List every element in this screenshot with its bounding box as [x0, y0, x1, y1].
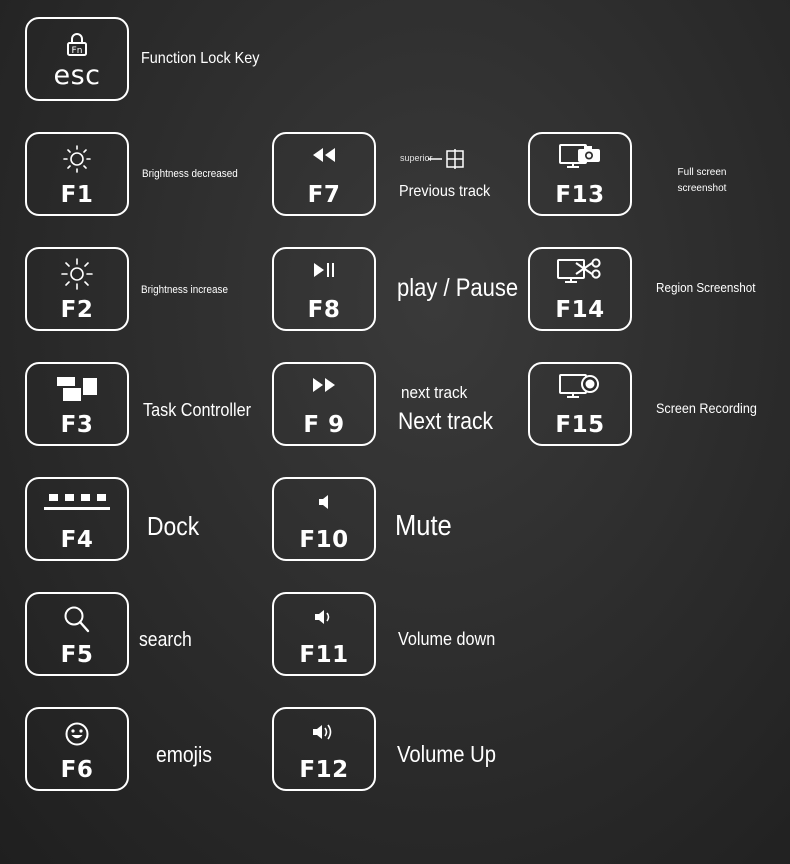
- padlock-fn-icon: Fn: [27, 31, 127, 57]
- f15-description: Screen Recording: [656, 400, 757, 416]
- play-pause-icon: [274, 255, 374, 285]
- f3-key: F3: [25, 362, 129, 446]
- f9-description: Next track: [398, 408, 494, 435]
- f5-key-label: F5: [60, 642, 94, 668]
- esc-description: Function Lock Key: [141, 50, 260, 67]
- f2-key-label: F2: [60, 297, 94, 323]
- f13-description-line1: Full screen: [677, 167, 727, 178]
- monitor-record-icon: [530, 372, 630, 402]
- f15-key-label: F15: [555, 412, 605, 438]
- fast-forward-icon: [274, 370, 374, 400]
- f8-key: F8: [272, 247, 376, 331]
- f15-key: F15: [528, 362, 632, 446]
- f3-key-label: F3: [60, 412, 94, 438]
- grid-mark-icon: [428, 149, 468, 169]
- f2-key: F2: [25, 247, 129, 331]
- f10-description: Mute: [395, 510, 452, 542]
- f12-key: F12: [272, 707, 376, 791]
- monitor-camera-icon: [530, 142, 630, 172]
- speaker-low-icon: [274, 602, 374, 632]
- f7-key: F7: [272, 132, 376, 216]
- f11-description: Volume down: [398, 629, 496, 649]
- f1-key: F1: [25, 132, 129, 216]
- f1-description: Brightness decreased: [142, 168, 238, 180]
- f4-key: F4: [25, 477, 129, 561]
- f3-description: Task Controller: [143, 400, 252, 420]
- f1-key-label: F1: [60, 182, 94, 208]
- f4-description: Dock: [147, 511, 200, 541]
- f4-key-label: F4: [60, 527, 94, 553]
- f9-key-label: F 9: [303, 412, 345, 438]
- task-windows-icon: [27, 374, 127, 404]
- svg-text:Fn: Fn: [72, 46, 83, 56]
- f6-key-label: F6: [60, 757, 94, 783]
- f9-key: F 9: [272, 362, 376, 446]
- f6-description: emojis: [156, 742, 212, 767]
- f8-key-label: F8: [307, 297, 341, 323]
- f11-key: F11: [272, 592, 376, 676]
- f7-description: Previous track: [399, 183, 491, 200]
- f12-description: Volume Up: [397, 741, 497, 767]
- f13-description-line2: screenshot: [677, 183, 727, 194]
- dock-icon: [27, 487, 127, 517]
- f14-key: F14: [528, 247, 632, 331]
- sun-dim-icon: [27, 144, 127, 174]
- f7-description-top: superior: [400, 153, 433, 163]
- f13-key: F13: [528, 132, 632, 216]
- magnifier-icon: [27, 604, 127, 634]
- f14-description: Region Screenshot: [656, 280, 756, 295]
- f10-key-label: F10: [299, 527, 349, 553]
- esc-key: Fn esc: [25, 17, 129, 101]
- f5-description: search: [139, 629, 192, 651]
- sun-bright-icon: [27, 258, 127, 290]
- monitor-scissors-icon: [530, 257, 630, 287]
- f13-key-label: F13: [555, 182, 605, 208]
- f2-description: Brightness increase: [141, 284, 228, 296]
- f7-key-label: F7: [307, 182, 341, 208]
- esc-key-label: esc: [53, 60, 101, 91]
- f6-key: F6: [25, 707, 129, 791]
- f5-key: F5: [25, 592, 129, 676]
- f9-description-top: next track: [401, 383, 468, 402]
- smiley-icon: [27, 719, 127, 749]
- f11-key-label: F11: [299, 642, 349, 668]
- speaker-mute-icon: [274, 487, 374, 517]
- f13-description: Full screen screenshot: [666, 165, 738, 197]
- rewind-icon: [274, 140, 374, 170]
- f10-key: F10: [272, 477, 376, 561]
- f14-key-label: F14: [555, 297, 605, 323]
- f12-key-label: F12: [299, 757, 349, 783]
- speaker-high-icon: [274, 717, 374, 747]
- f8-description: play / Pause: [397, 274, 519, 302]
